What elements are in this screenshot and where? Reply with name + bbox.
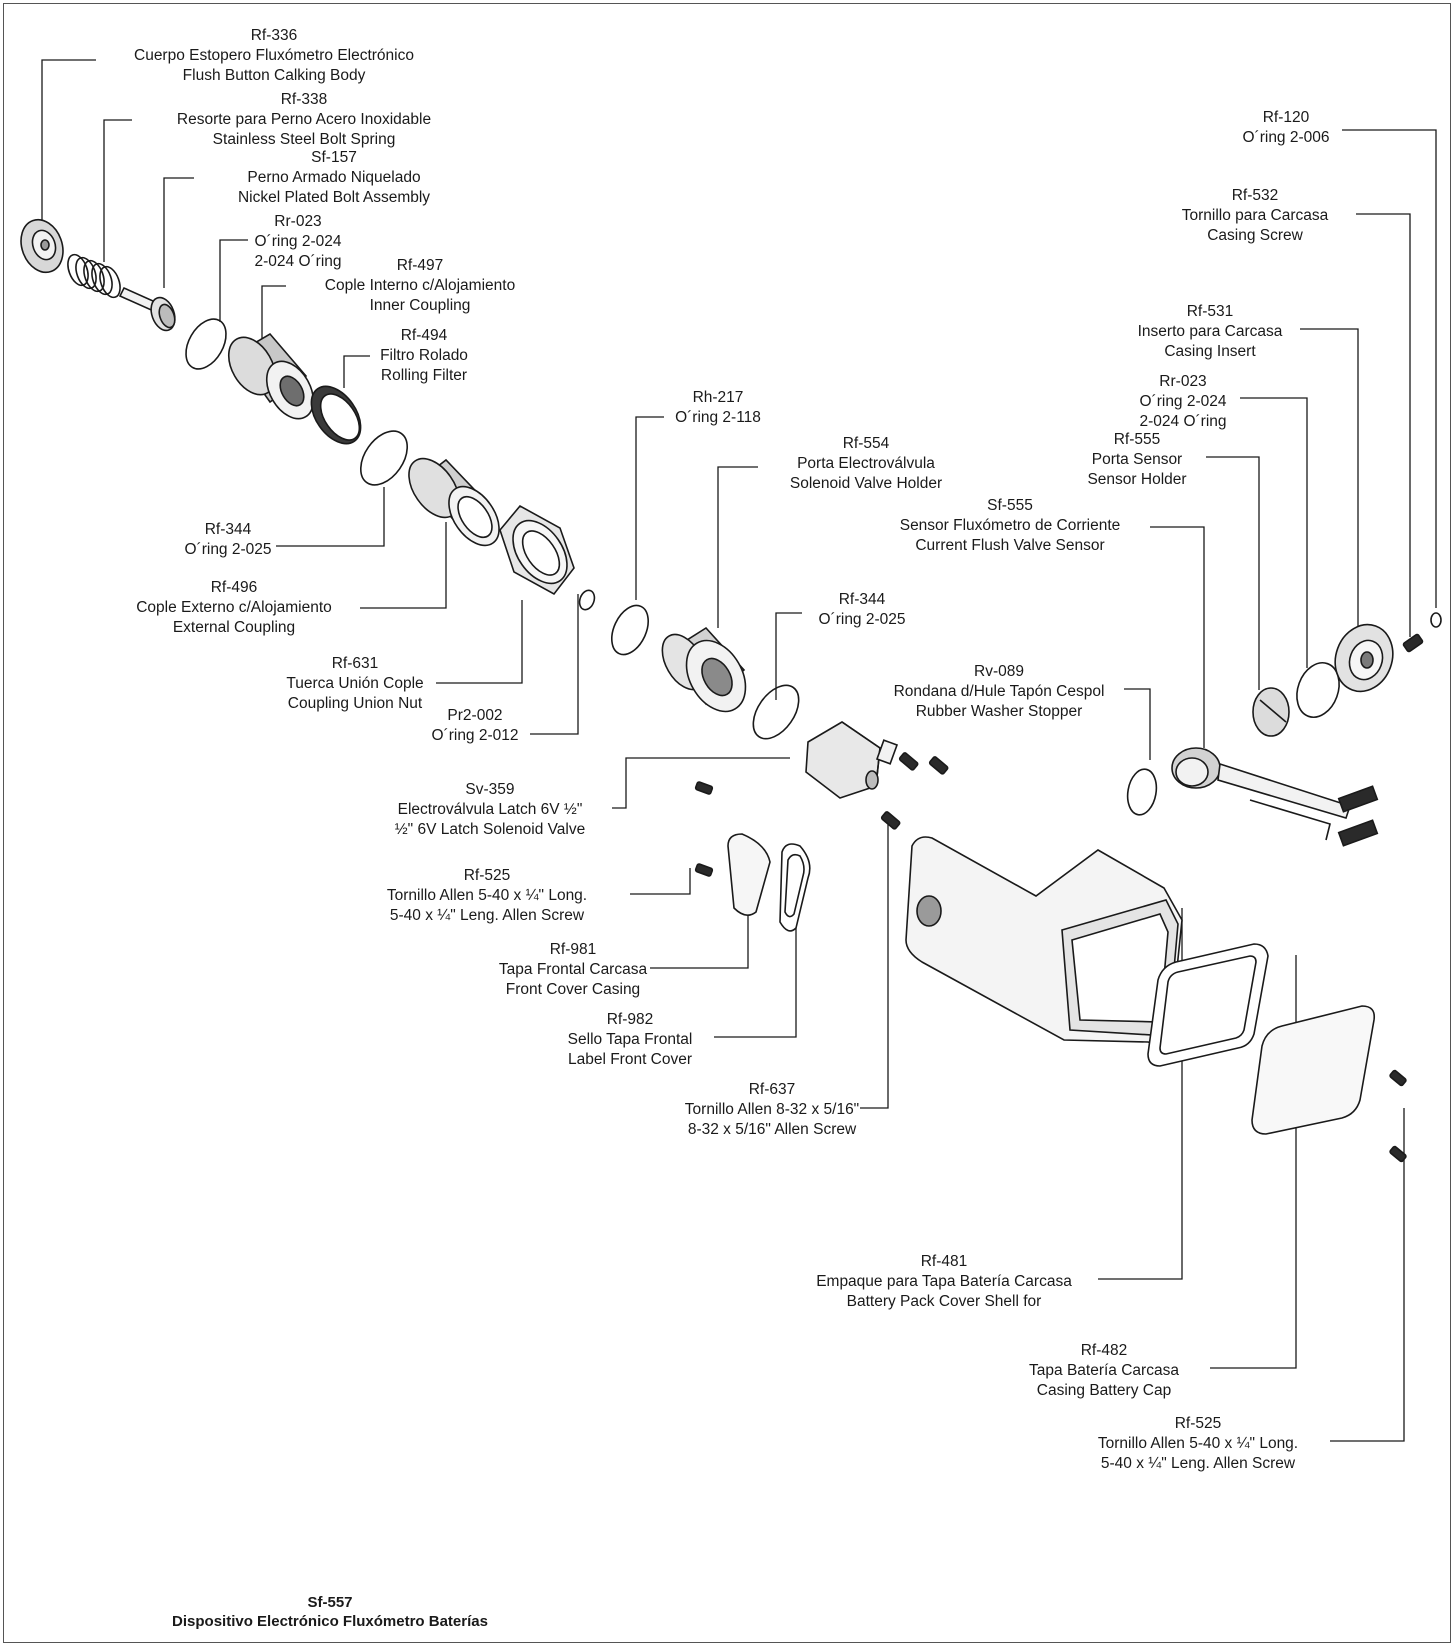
battery-cap-plate xyxy=(1251,1005,1376,1135)
o-ring-2-025-right xyxy=(752,684,800,740)
assembly-title: Sf-557 Dispositivo Electrónico Fluxómetr… xyxy=(172,1593,488,1631)
small-screws xyxy=(694,633,1424,1163)
front-cover-seal xyxy=(779,843,811,932)
flush-button-calking-body xyxy=(20,218,64,274)
inner-coupling xyxy=(227,332,315,420)
rubber-washer-stopper xyxy=(1126,768,1158,816)
o-ring-2-118 xyxy=(611,604,649,656)
rolling-filter xyxy=(310,385,362,445)
coupling-union-nut xyxy=(499,504,575,596)
o-ring-2-006 xyxy=(1430,612,1442,628)
flush-valve-sensor xyxy=(1171,747,1379,847)
o-ring-2-024-left xyxy=(185,318,227,370)
o-ring-2-024-right xyxy=(1296,662,1340,718)
external-coupling xyxy=(408,457,500,547)
front-cover-plate xyxy=(727,833,771,916)
solenoid-valve-holder xyxy=(661,626,747,713)
assembly-code: Sf-557 xyxy=(307,1594,353,1611)
assembly-name: Dispositivo Electrónico Fluxómetro Bater… xyxy=(172,1613,488,1630)
casing-insert xyxy=(1334,623,1394,693)
battery-cover-gasket xyxy=(1147,943,1269,1067)
leader-lines xyxy=(41,59,1437,1442)
latch-solenoid-valve xyxy=(805,721,899,799)
bolt-spring xyxy=(67,253,121,299)
sensor-holder xyxy=(1252,687,1290,737)
battery-casing-shell xyxy=(905,836,1183,1044)
o-ring-2-025-left xyxy=(359,430,409,486)
nickel-bolt-assembly xyxy=(118,286,176,332)
o-ring-2-012 xyxy=(578,589,596,611)
